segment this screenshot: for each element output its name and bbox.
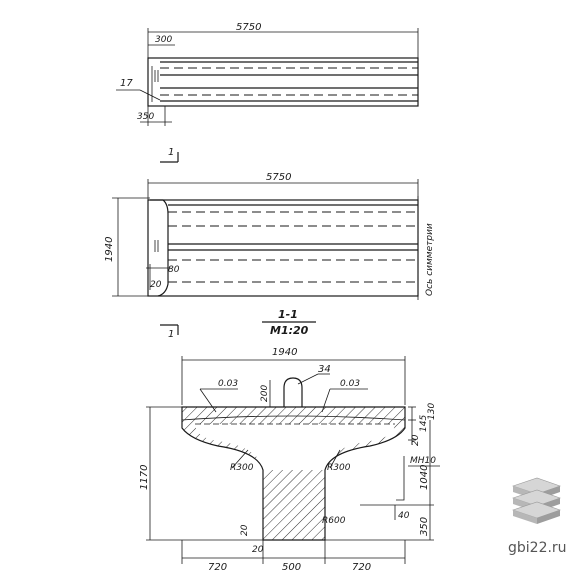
- bottom-height-label: 350: [419, 517, 430, 536]
- right-dim-20: 20: [411, 434, 421, 446]
- radius-right-label: R300: [327, 463, 351, 473]
- slope-right-label: 0.03: [340, 379, 360, 389]
- top-end-offset-label: 300: [155, 35, 172, 45]
- symmetry-axis-label: Ось симметрии: [425, 223, 435, 296]
- total-height-label: 1170: [139, 465, 150, 490]
- radius-left-label: R300: [230, 463, 254, 473]
- slope-left-label: 0.03: [218, 379, 238, 389]
- section-mark-top: 1: [168, 147, 174, 158]
- section-scale: М1:20: [270, 324, 309, 337]
- watermark-text: gbi22.ru: [508, 540, 567, 556]
- bottom-dim-right: 720: [352, 562, 371, 573]
- top-callout-label: 17: [120, 78, 133, 89]
- radius-small-label: R600: [322, 516, 346, 526]
- embedded-part-label: МН10: [410, 456, 436, 466]
- section-mark-bottom: 1: [168, 329, 174, 340]
- bottom-dim-left: 720: [208, 562, 227, 573]
- section-title: 1-1: [278, 308, 298, 321]
- top-view: 5750 300 17 350: [116, 22, 419, 126]
- watermark: gbi22.ru: [508, 477, 567, 556]
- side-dim-80: 80: [168, 265, 180, 275]
- top-view-outline: [147, 57, 419, 107]
- bottom-dim-mid: 500: [282, 562, 301, 573]
- side-view: 1 1 5750 1940 80 20 Ось симметрии: [104, 147, 435, 340]
- side-dim-20: 20: [150, 280, 162, 290]
- stacked-slabs-logo-icon: [512, 477, 561, 524]
- top-bottom-offset-label: 350: [137, 112, 154, 122]
- top-length-label: 5750: [236, 22, 261, 33]
- loop-callout-label: 34: [318, 364, 331, 375]
- web-dim-20-upper: 20: [240, 524, 250, 536]
- web-height-label: 1040: [419, 465, 430, 490]
- cross-section: 1-1 М1:20 1940 34 0.03 0.03 200: [139, 308, 440, 573]
- section-width-label: 1940: [272, 347, 297, 358]
- embedded-dim-40: 40: [398, 511, 410, 521]
- side-length-label: 5750: [266, 172, 291, 183]
- side-height-label: 1940: [104, 237, 115, 262]
- right-dim-145: 145: [419, 415, 429, 432]
- right-dim-130: 130: [427, 403, 437, 420]
- loop-height-label: 200: [260, 385, 270, 402]
- web-dim-20-lower: 20: [252, 545, 264, 555]
